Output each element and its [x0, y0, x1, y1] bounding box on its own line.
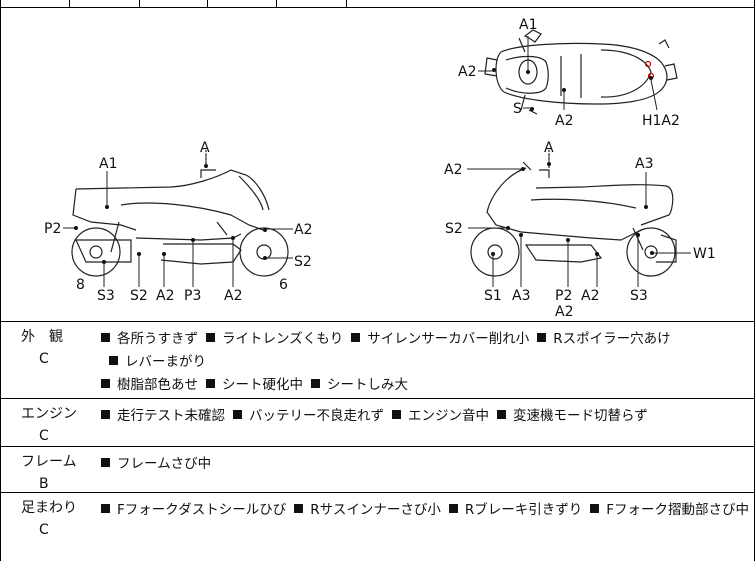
row-category: フレーム: [21, 454, 77, 470]
label-left-8: 8: [76, 277, 85, 293]
note-item: シートしみ大: [311, 377, 408, 393]
label-top-a1: A1: [519, 17, 537, 33]
condition-row-engine: エンジン C 走行テスト未確認バッテリー不良走れずエンジン音中変速機モード切替ら…: [1, 399, 755, 447]
bullet-square-icon: [101, 379, 110, 388]
row-notes: Fフォークダストシールひび Rサスインナーさび小 Rブレーキ引きずり Fフォーク摺動部…: [101, 499, 751, 522]
bullet-square-icon: [233, 410, 242, 419]
row-notes: 走行テスト未確認バッテリー不良走れずエンジン音中変速機モード切替らず: [101, 405, 751, 428]
label-left-p3: P3: [184, 288, 201, 304]
label-right-p2: P2: [555, 288, 572, 304]
row-grade: C: [39, 522, 49, 538]
strip-cell: [276, 0, 347, 8]
note-item: Rサスインナーさび小: [294, 502, 441, 518]
bullet-square-icon: [537, 333, 547, 342]
bullet-square-icon: [497, 410, 506, 419]
note-item: バッテリー不良走れず: [233, 408, 384, 424]
label-right-a2-left: A2: [444, 162, 462, 178]
row-grade: B: [39, 476, 49, 492]
right-view-points: [491, 162, 654, 256]
label-right-s1: S1: [484, 288, 502, 304]
bullet-square-icon: [294, 504, 304, 513]
condition-row-exterior: 外 観 C 各所うすきずライトレンズくもりサイレンサーカバー削れ小 Rスポイラー穴…: [1, 322, 755, 399]
note-item: Fフォークダストシールひび: [101, 502, 286, 518]
label-left-s2: S2: [130, 288, 148, 304]
label-top-a2-left: A2: [458, 64, 476, 80]
bullet-square-icon: [392, 410, 401, 419]
bullet-square-icon: [590, 504, 600, 513]
bullet-square-icon: [101, 410, 110, 419]
motorcycle-diagram-svg: A1 A2 S A2 H1A2: [44, 17, 716, 320]
condition-row-frame: フレーム B フレームさび中: [1, 447, 755, 493]
note-item: エンジン音中: [392, 408, 489, 424]
note-item: シート硬化中: [206, 377, 303, 393]
row-category: 外 観: [21, 329, 63, 345]
top-view-leaders: [478, 36, 658, 111]
label-left-s2-right: S2: [294, 254, 312, 270]
label-right-a2: A2: [581, 288, 599, 304]
bullet-square-icon: [448, 504, 458, 513]
row-grade: C: [39, 428, 49, 444]
label-left-a2-right: A2: [294, 222, 312, 238]
bullet-square-icon: [109, 356, 118, 365]
bullet-square-icon: [351, 333, 361, 342]
bullet-square-icon: [101, 504, 110, 513]
note-item: Rスポイラー穴あけ: [537, 331, 671, 347]
label-right-a-top: A: [544, 140, 554, 156]
row-grade: C: [39, 351, 49, 367]
label-left-a-top: A: [200, 140, 210, 156]
note-item: レバーまがり: [109, 354, 206, 370]
bullet-square-icon: [101, 458, 110, 467]
top-view: [484, 29, 678, 115]
label-top-s: S: [513, 101, 522, 117]
strip-cell: [69, 0, 140, 8]
strip-cell: [1, 0, 70, 8]
label-left-a2-mid: A2: [156, 288, 174, 304]
row-category: 足まわり: [21, 500, 77, 516]
note-item: サイレンサーカバー削れ小: [351, 331, 529, 347]
damage-diagram: A1 A2 S A2 H1A2: [1, 8, 755, 322]
label-left-a1: A1: [99, 156, 117, 172]
row-category: エンジン: [21, 406, 77, 422]
bullet-square-icon: [206, 333, 215, 342]
label-left-a2-low: A2: [224, 288, 242, 304]
top-view-points: [492, 68, 653, 111]
row-notes: フレームさび中: [101, 453, 751, 476]
note-item: 変速機モード切替らず: [497, 408, 648, 424]
note-item: ライトレンズくもり: [206, 331, 343, 347]
label-left-s3: S3: [97, 288, 115, 304]
left-side-view: [71, 150, 289, 277]
label-top-a2-bottom: A2: [555, 113, 573, 129]
note-item: 走行テスト未確認: [101, 408, 225, 424]
left-view-points: [74, 164, 267, 264]
note-item: Rブレーキ引きずり: [448, 502, 582, 518]
strip-cell: [139, 0, 208, 8]
note-item: フレームさび中: [101, 456, 211, 472]
strip-cell: [207, 0, 277, 8]
note-item: Fフォーク摺動部さび中: [590, 502, 749, 518]
label-left-p2: P2: [44, 221, 61, 237]
bullet-square-icon: [101, 333, 110, 342]
bullet-square-icon: [311, 379, 320, 388]
label-right-w1: W1: [693, 246, 716, 262]
label-left-6: 6: [279, 277, 288, 293]
left-view-leaders: [63, 153, 293, 287]
label-right-s2: S2: [445, 221, 463, 237]
label-top-h1a2: H1A2: [642, 113, 680, 129]
bullet-square-icon: [206, 379, 215, 388]
label-right-a3: A3: [512, 288, 530, 304]
top-table-strip: [1, 0, 755, 8]
label-right-s3: S3: [630, 288, 648, 304]
label-right-a3-top: A3: [635, 156, 653, 172]
note-item: 各所うすきず: [101, 331, 198, 347]
row-notes: 各所うすきずライトレンズくもりサイレンサーカバー削れ小 Rスポイラー穴あけレバーま…: [101, 328, 751, 397]
label-right-a2-under-p2: A2: [555, 304, 573, 320]
right-view-leaders: [467, 153, 691, 287]
note-item: 樹脂部色あせ: [101, 377, 198, 393]
